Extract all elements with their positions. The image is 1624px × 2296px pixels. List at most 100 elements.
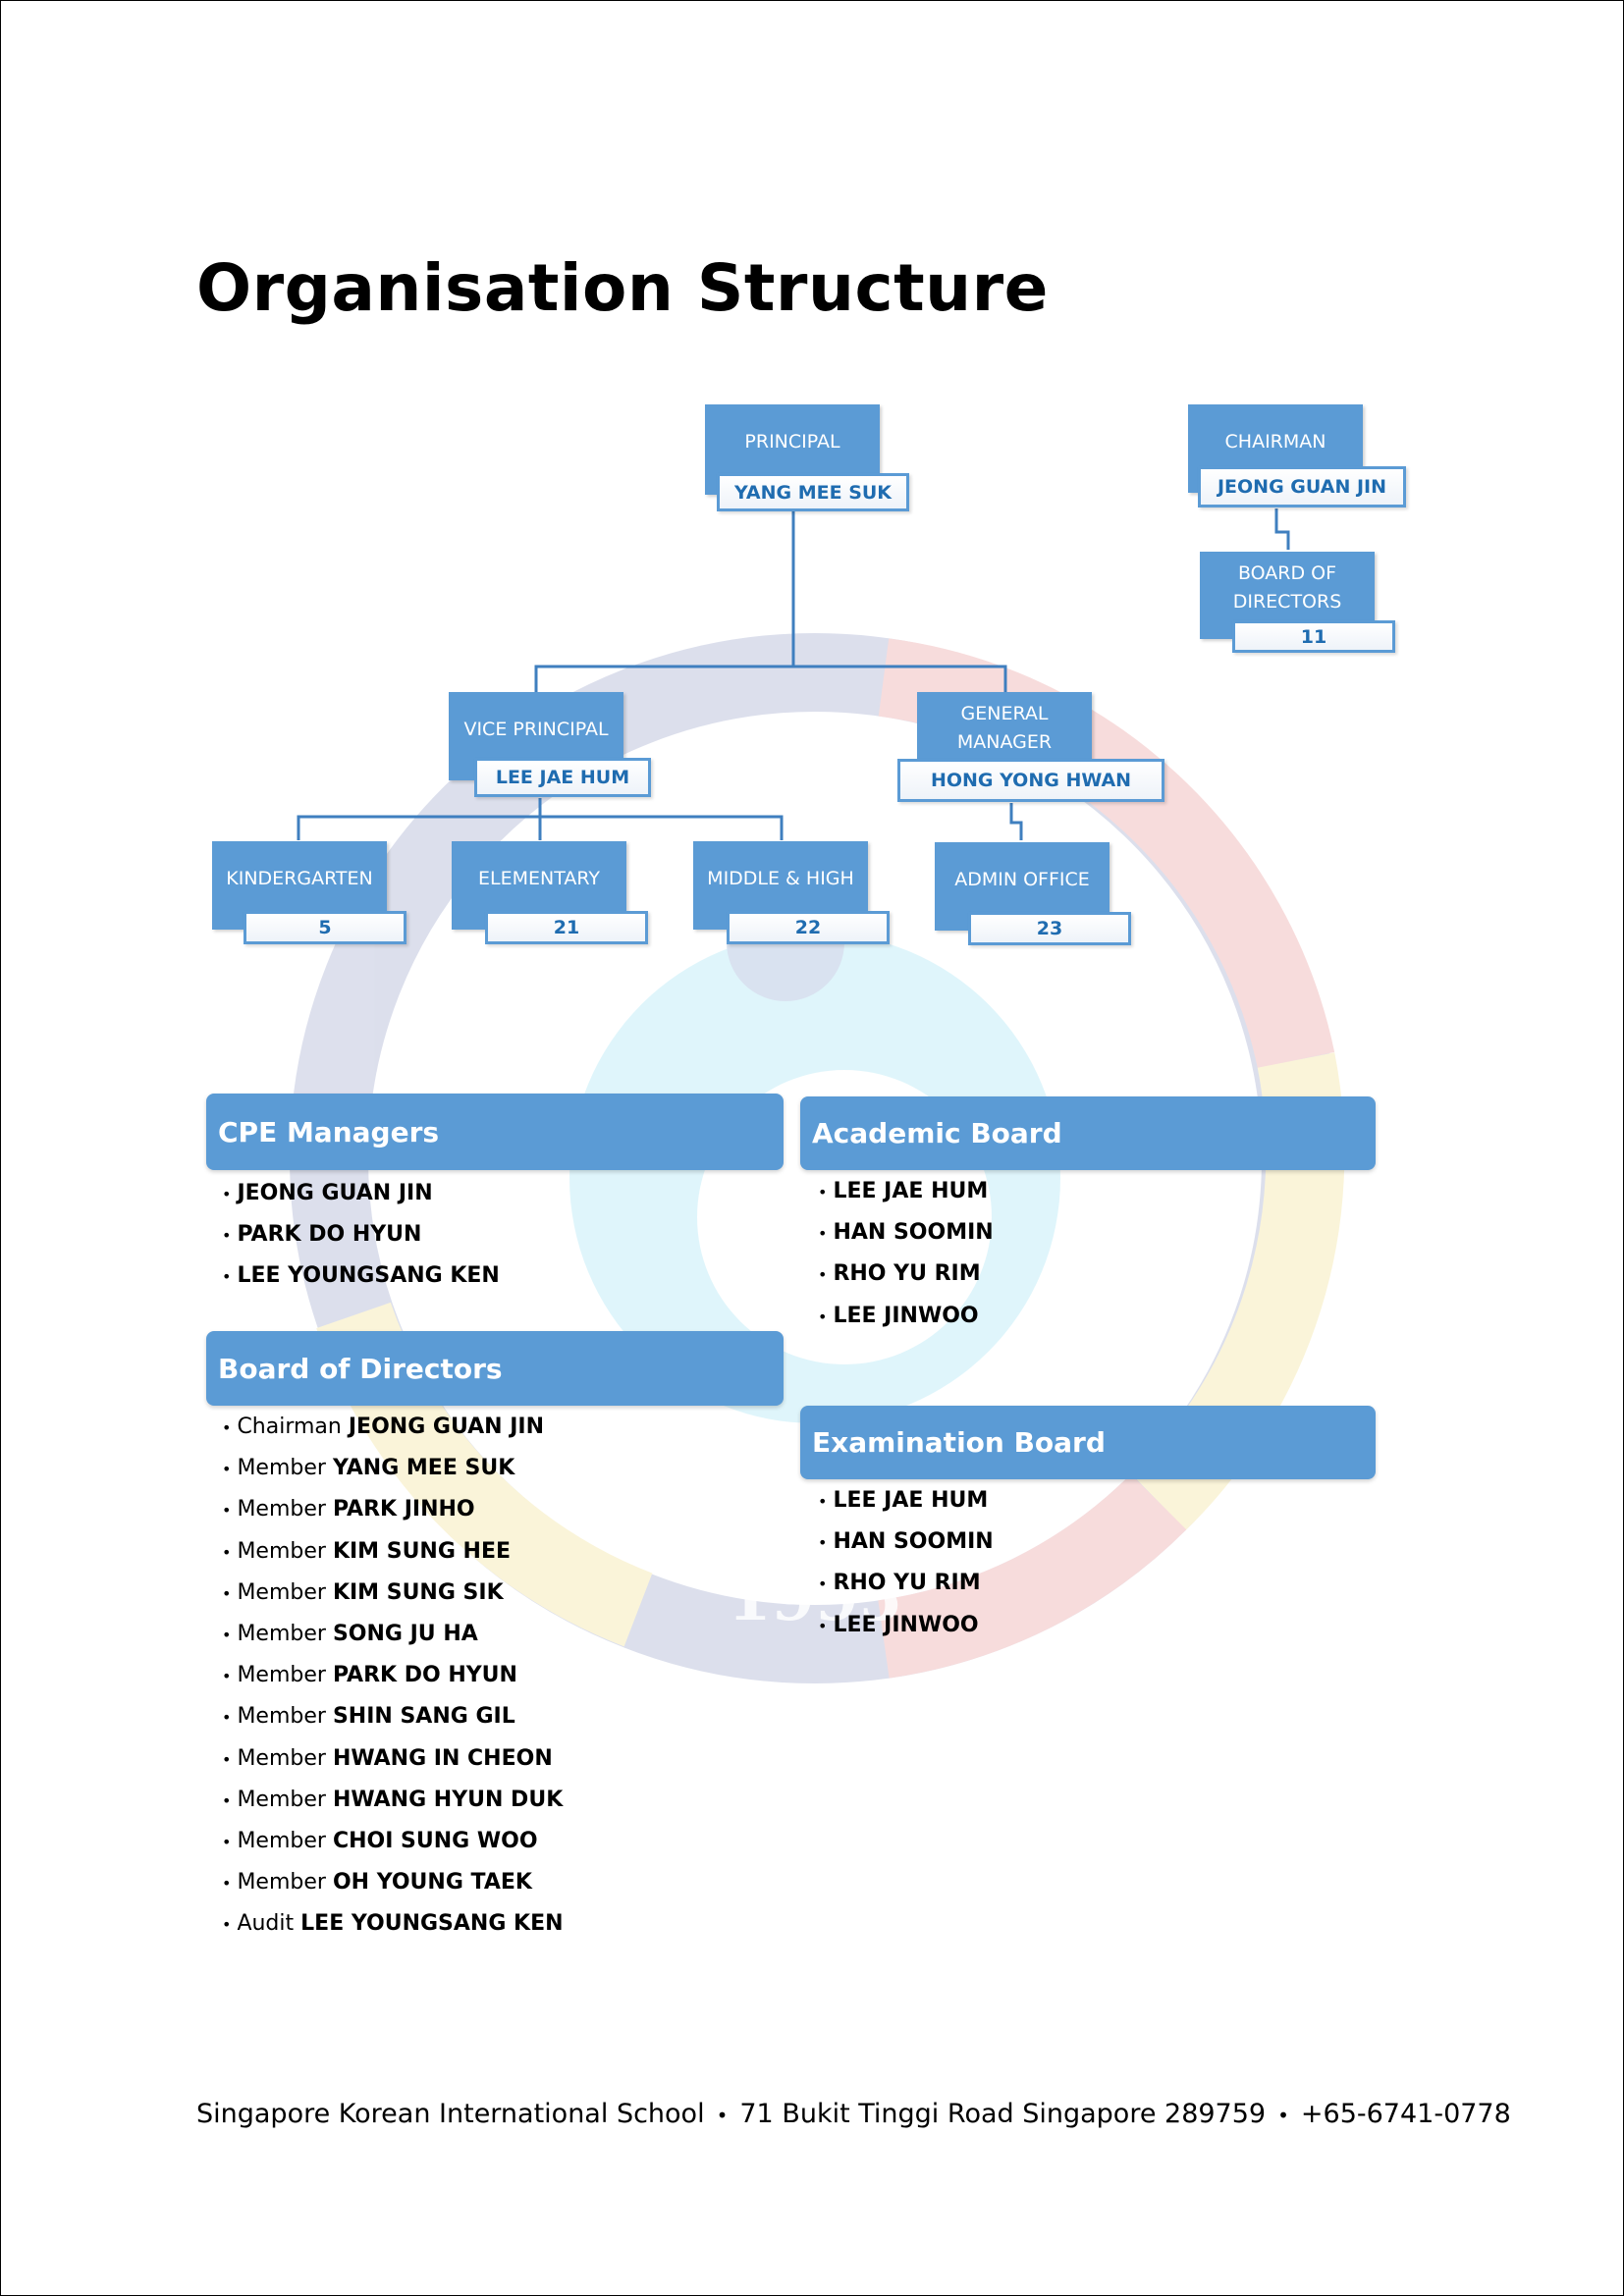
vice-principal-role: VICE PRINCIPAL (463, 719, 609, 740)
list-item: •Member OH YOUNG TAEK (222, 1862, 564, 1903)
bullet-icon: • (818, 1265, 828, 1285)
examination-board-heading: Examination Board (800, 1406, 1376, 1479)
board-count: 11 (1232, 620, 1395, 653)
admin-office-count: 23 (968, 912, 1131, 945)
bullet-icon: • (222, 1874, 232, 1894)
page-title: Organisation Structure (196, 250, 1049, 326)
bullet-icon: • (818, 1307, 828, 1326)
bullet-icon: • (222, 1915, 232, 1935)
middle-high-count: 22 (727, 911, 890, 944)
cpe-managers-list: •JEONG GUAN JIN•PARK DO HYUN•LEE YOUNGSA… (222, 1173, 500, 1298)
list-item-role: Member (237, 1745, 326, 1771)
list-item-name: YANG MEE SUK (332, 1456, 515, 1481)
list-item: •PARK DO HYUN (222, 1214, 500, 1255)
board-of-directors-list: •Chairman JEONG GUAN JIN•Member YANG MEE… (222, 1407, 564, 1945)
general-manager-role-line1: GENERAL (960, 703, 1049, 724)
list-item: • Member PARK DO HYUN (222, 1655, 564, 1696)
footer-address: 71 Bukit Tinggi Road Singapore 289759 (739, 2099, 1267, 2129)
list-item-role: Member (237, 1497, 326, 1522)
list-item: •Member SHIN SANG GIL (222, 1696, 564, 1737)
list-item: • LEE JAE HUM (818, 1480, 994, 1522)
list-item-role: Member (237, 1828, 326, 1853)
bullet-icon: • (818, 1575, 828, 1594)
list-item: •Member PARK JINHO (222, 1489, 564, 1530)
list-item-name: HWANG IN CHEON (332, 1745, 553, 1771)
bullet-icon: • (222, 1667, 232, 1686)
bullet-icon: • (222, 1418, 232, 1437)
footer-phone: +65-6741-0778 (1300, 2099, 1511, 2129)
list-item: •Member HWANG HYUN DUK (222, 1780, 564, 1821)
kindergarten-role: KINDERGARTEN (226, 868, 373, 889)
list-item: • LEE JINWOO (818, 1296, 994, 1337)
elementary-count: 21 (485, 911, 648, 944)
bullet-icon: • (818, 1616, 828, 1635)
board-of-directors-heading: Board of Directors (206, 1331, 784, 1406)
list-item-name: LEE JAE HUM (833, 1179, 989, 1203)
admin-office-role: ADMIN OFFICE (954, 869, 1090, 890)
list-item: •Member HWANG IN CHEON (222, 1738, 564, 1780)
bullet-icon: • (222, 1501, 232, 1521)
chairman-name: JEONG GUAN JIN (1198, 466, 1406, 507)
footer-school: Singapore Korean International School (196, 2099, 705, 2129)
list-item: •HAN SOOMIN (818, 1212, 994, 1254)
bullet-icon: • (818, 1492, 828, 1511)
list-item-name: LEE YOUNGSANG KEN (300, 1911, 564, 1937)
examination-board-list: •LEE JAE HUM•HAN SOOMIN•RHO YU RIM•LEE J… (818, 1480, 994, 1646)
list-item-name: HAN SOOMIN (833, 1529, 994, 1555)
list-item: •LEE YOUNGSANG KEN (222, 1255, 500, 1297)
academic-board-heading: Academic Board (800, 1096, 1376, 1170)
footer-separator: • (1277, 2104, 1289, 2127)
list-item-role: Member (237, 1663, 326, 1688)
list-item-name: LEE JINWOO (833, 1612, 979, 1637)
principal-name: YANG MEE SUK (717, 473, 909, 511)
board-role-line2: DIRECTORS (1232, 591, 1342, 613)
kindergarten-count: 5 (244, 911, 406, 944)
list-item: •RHO YU RIM (818, 1563, 994, 1604)
list-item-name: OH YOUNG TAEK (332, 1870, 532, 1896)
bullet-icon: • (222, 1625, 232, 1644)
list-item-name: LEE YOUNGSANG KEN (237, 1263, 500, 1289)
academic-board-list: •LEE JAE HUM•HAN SOOMIN•RHO YU RIM•LEE J… (818, 1171, 994, 1337)
bullet-icon: • (818, 1224, 828, 1244)
list-item: •Member SONG JU HA (222, 1614, 564, 1655)
list-item-role: Member (237, 1787, 326, 1812)
list-item: • Member YANG MEE SUK (222, 1448, 564, 1489)
bullet-icon: • (222, 1185, 232, 1203)
bullet-icon: • (222, 1226, 232, 1246)
list-item-role: Member (237, 1456, 326, 1481)
list-item-name: HAN SOOMIN (833, 1220, 994, 1246)
bullet-icon: • (818, 1533, 828, 1553)
general-manager-name: HONG YONG HWAN (897, 759, 1164, 802)
list-item-name: PARK DO HYUN (332, 1663, 517, 1688)
list-item-role: Member (237, 1579, 326, 1605)
list-item: •Member KIM SUNG HEE (222, 1531, 564, 1573)
bullet-icon: • (222, 1708, 232, 1728)
bullet-icon: • (222, 1749, 232, 1769)
bullet-icon: • (222, 1583, 232, 1603)
middle-high-role: MIDDLE & HIGH (707, 868, 854, 889)
list-item-name: KIM SUNG HEE (332, 1538, 512, 1564)
bullet-icon: • (222, 1542, 232, 1562)
list-item: •Audit LEE YOUNGSANG KEN (222, 1903, 564, 1945)
list-item-role: Member (237, 1538, 326, 1564)
list-item-name: LEE JAE HUM (833, 1488, 989, 1513)
board-role-line1: BOARD OF (1237, 562, 1337, 584)
list-item-name: KIM SUNG SIK (332, 1579, 504, 1605)
list-item: • Chairman JEONG GUAN JIN (222, 1407, 564, 1448)
list-item: •RHO YU RIM (818, 1254, 994, 1295)
list-item-role: Member (237, 1704, 326, 1730)
general-manager-role-line2: MANAGER (956, 731, 1053, 753)
footer: Singapore Korean International School • 71… (196, 2099, 1511, 2129)
list-item-name: JEONG GUAN JIN (348, 1415, 545, 1439)
list-item-role: Chairman (237, 1415, 342, 1439)
bullet-icon: • (222, 1790, 232, 1810)
list-item: •JEONG GUAN JIN (222, 1173, 500, 1214)
footer-separator: • (716, 2104, 729, 2127)
vice-principal-name: LEE JAE HUM (474, 758, 651, 797)
list-item-name: LEE JINWOO (833, 1303, 979, 1328)
bullet-icon: • (818, 1183, 828, 1201)
list-item-name: SHIN SANG GIL (332, 1704, 515, 1730)
bullet-icon: • (222, 1460, 232, 1479)
list-item: •HAN SOOMIN (818, 1522, 994, 1563)
